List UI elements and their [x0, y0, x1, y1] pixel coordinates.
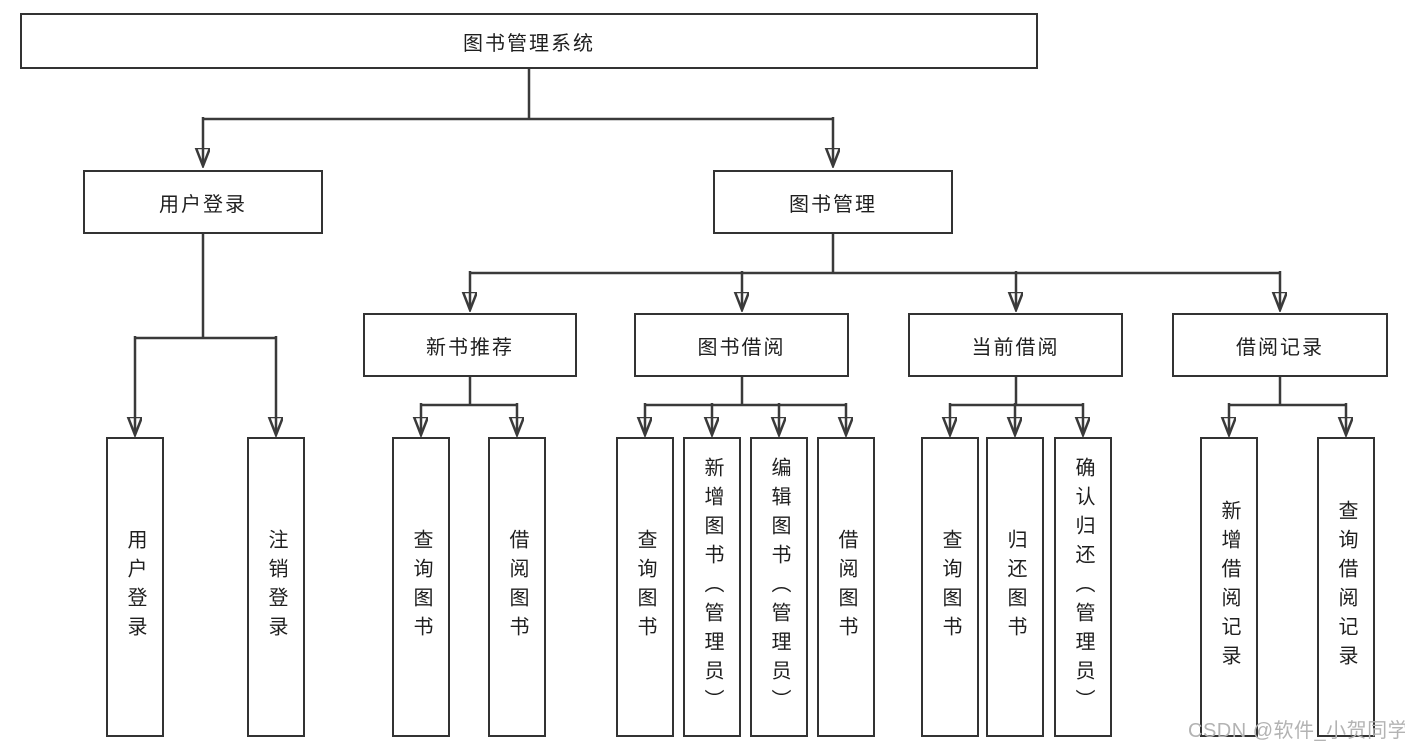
leaf-br-query-record: 查询借阅记录: [1317, 437, 1375, 737]
csdn-watermark: CSDN @软件_小贺同学: [1188, 720, 1405, 742]
node-root-system: 图书管理系统: [20, 13, 1038, 69]
connector-borrow-record-branch: [1229, 377, 1346, 433]
node-borrow-record: 借阅记录: [1172, 313, 1388, 377]
leaf-nb-borrow-book: 借阅图书: [488, 437, 546, 737]
leaf-nb-query-book-label: 查询图书: [410, 529, 432, 645]
node-user-login: 用户登录: [83, 170, 323, 234]
leaf-br-add-record-label: 新增借阅记录: [1218, 500, 1240, 674]
node-user-login-label: 用户登录: [159, 193, 247, 216]
connector-current-borrow-branch: [950, 377, 1083, 433]
leaf-cb-confirm-return-admin-label: 确认归还（管理员）: [1072, 456, 1094, 718]
node-current-borrow: 当前借阅: [908, 313, 1123, 377]
connector-book-borrow-branch: [645, 377, 846, 433]
leaf-cb-confirm-return-admin: 确认归还（管理员）: [1054, 437, 1112, 737]
connector-root-to-level2: [203, 69, 833, 164]
connector-new-book-recommend-branch: [421, 377, 517, 433]
node-current-borrow-label: 当前借阅: [971, 336, 1060, 359]
node-book-management-label: 图书管理: [789, 193, 877, 216]
node-book-management: 图书管理: [713, 170, 953, 234]
leaf-bb-query-book-label: 查询图书: [634, 529, 656, 645]
leaf-br-query-record-label: 查询借阅记录: [1335, 500, 1357, 674]
leaf-cb-query-book-label: 查询图书: [939, 529, 961, 645]
node-borrow-record-label: 借阅记录: [1236, 336, 1324, 359]
leaf-bb-borrow-book-label: 借阅图书: [835, 529, 857, 645]
leaf-bb-borrow-book: 借阅图书: [817, 437, 875, 737]
connector-book-management-branch: [470, 234, 1280, 308]
leaf-logout: 注销登录: [247, 437, 305, 737]
node-book-borrow: 图书借阅: [634, 313, 849, 377]
leaf-cb-query-book: 查询图书: [921, 437, 979, 737]
leaf-bb-query-book: 查询图书: [616, 437, 674, 737]
leaf-cb-return-book-label: 归还图书: [1004, 529, 1026, 645]
node-new-book-recommend: 新书推荐: [363, 313, 577, 377]
connector-user-login-branch: [135, 234, 276, 433]
leaf-bb-add-book-admin-label: 新增图书（管理员）: [701, 456, 723, 718]
leaf-user-login: 用户登录: [106, 437, 164, 737]
leaf-bb-add-book-admin: 新增图书（管理员）: [683, 437, 741, 737]
leaf-logout-label: 注销登录: [265, 529, 287, 645]
node-root-system-label: 图书管理系统: [463, 32, 595, 55]
leaf-cb-return-book: 归还图书: [986, 437, 1044, 737]
node-new-book-recommend-label: 新书推荐: [426, 336, 514, 359]
leaf-nb-borrow-book-label: 借阅图书: [506, 529, 528, 645]
leaf-br-add-record: 新增借阅记录: [1200, 437, 1258, 737]
leaf-nb-query-book: 查询图书: [392, 437, 450, 737]
node-book-borrow-label: 图书借阅: [697, 336, 786, 359]
leaf-bb-edit-book-admin: 编辑图书（管理员）: [750, 437, 808, 737]
leaf-bb-edit-book-admin-label: 编辑图书（管理员）: [768, 456, 790, 718]
leaf-user-login-label: 用户登录: [124, 529, 146, 645]
